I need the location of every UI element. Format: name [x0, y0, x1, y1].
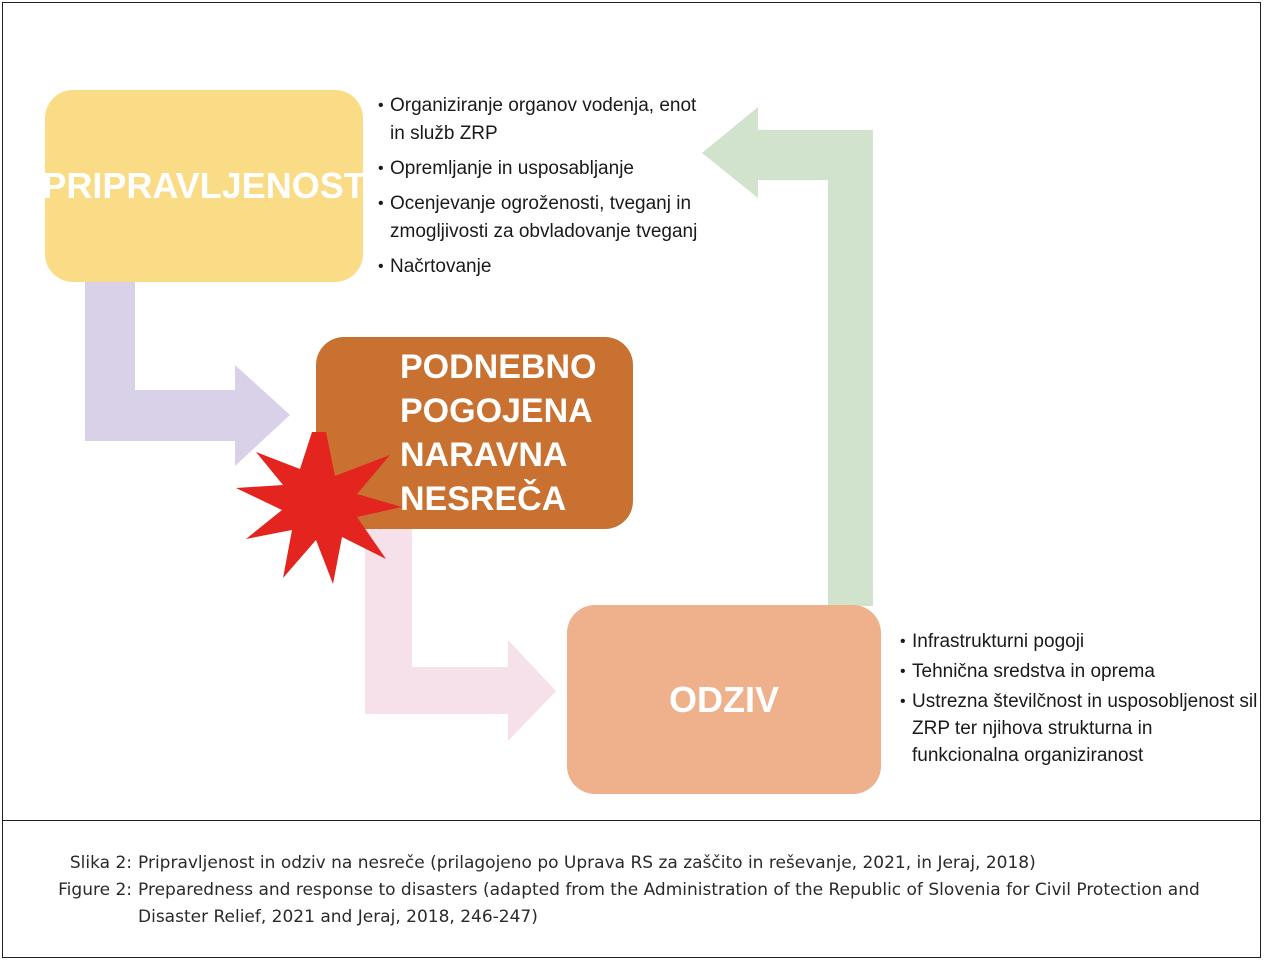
nesreca-box: PODNEBNO POGOJENA NARAVNA NESREČA	[316, 337, 633, 529]
caption-divider	[2, 820, 1261, 821]
nesreca-line-1: PODNEBNO	[400, 348, 597, 386]
return-arrow-green	[702, 107, 873, 606]
pripravljenost-bullet: Opremljanje in usposabljanje	[378, 155, 698, 183]
caption-english-label: Figure 2:	[58, 880, 132, 900]
pripravljenost-bullet: Načrtovanje	[378, 253, 698, 281]
nesreca-line-2: POGOJENA	[400, 392, 593, 430]
odziv-bullet: Infrastrukturni pogoji	[900, 628, 1260, 655]
caption-slovene-text: Pripravljenost in odziv na nesreče (pril…	[138, 853, 1036, 873]
pripravljenost-bullet: Organiziranje organov vodenja, enot in s…	[378, 92, 698, 148]
caption-slovene-label: Slika 2:	[69, 853, 132, 873]
caption-slovene: Slika 2: Pripravljenost in odziv na nesr…	[70, 850, 1248, 877]
odziv-bullet: Tehnična sredstva in oprema	[900, 658, 1260, 685]
nesreca-line-3: NARAVNA	[400, 436, 568, 474]
burst-layer	[236, 432, 402, 584]
diagram-arrows	[85, 107, 873, 741]
odziv-bullet: Ustrezna številčnost in usposobljenost s…	[900, 688, 1260, 769]
arrow-purple	[85, 282, 290, 466]
caption-english-text: Preparedness and response to disasters (…	[138, 880, 1200, 927]
odziv-bullet-list: Infrastrukturni pogoji Tehnična sredstva…	[900, 628, 1260, 772]
odziv-box: ODZIV	[567, 605, 881, 794]
odziv-label: ODZIV	[668, 678, 779, 720]
pripravljenost-label: PRIPRAVLJENOST	[42, 165, 366, 206]
pripravljenost-bullet: Ocenjevanje ogroženosti, tveganj in zmog…	[378, 190, 698, 246]
pripravljenost-box: PRIPRAVLJENOST	[42, 90, 366, 282]
pripravljenost-bullet-list: Organiziranje organov vodenja, enot in s…	[378, 92, 698, 288]
nesreca-line-4: NESREČA	[400, 480, 567, 518]
arrow-pink	[365, 529, 556, 741]
explosion-burst-icon	[236, 432, 402, 584]
caption-english: Figure 2: Preparedness and response to d…	[58, 877, 1218, 931]
